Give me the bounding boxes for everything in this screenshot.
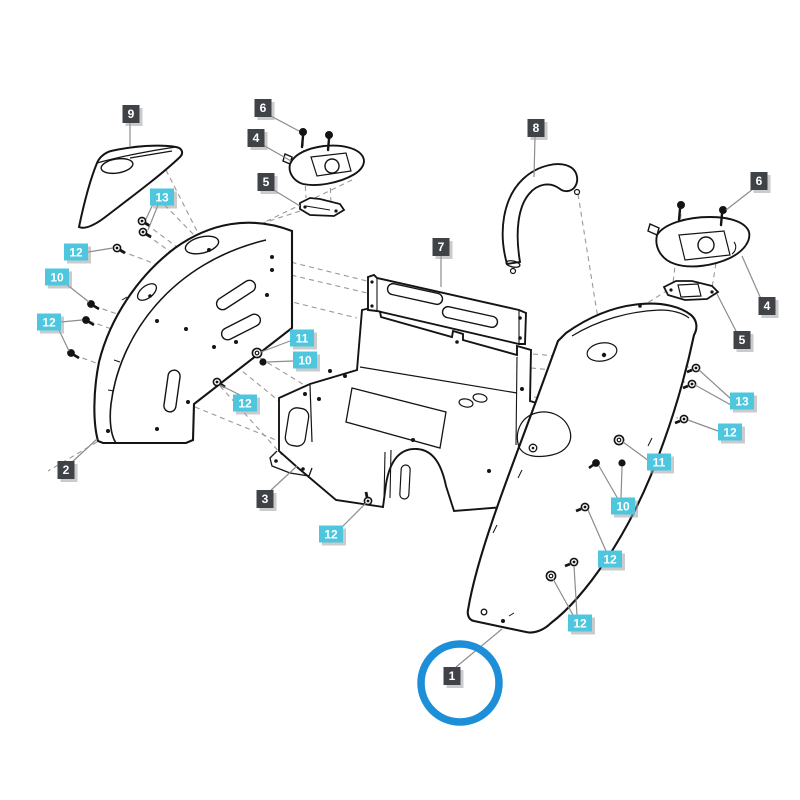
bolt-icon	[363, 491, 373, 506]
part-callout-3[interactable]: 3	[256, 490, 274, 508]
nut-icon	[259, 358, 267, 366]
hardware-callout-12[interactable]: 12	[64, 243, 88, 261]
hardware-callout-10[interactable]: 10	[293, 351, 317, 369]
part-4-left-bracket	[282, 144, 365, 186]
part-callout-9[interactable]: 9	[122, 105, 140, 123]
hardware-callout-12[interactable]: 12	[568, 614, 592, 632]
bolt-icon	[82, 316, 95, 327]
highlight-circle	[417, 640, 503, 726]
bolt-icon	[564, 557, 579, 568]
part-9-cover	[77, 144, 184, 229]
hardware-callout-12[interactable]: 12	[598, 550, 622, 568]
screw-icon	[325, 131, 333, 152]
part-5-right-bracket	[662, 280, 720, 301]
hardware-callout-11[interactable]: 11	[647, 453, 671, 471]
bolt-icon	[137, 216, 151, 228]
part-4-right-bracket	[647, 216, 751, 268]
part-3-platform	[269, 304, 559, 513]
part-2-left-fender	[93, 221, 294, 445]
part-callout-2[interactable]: 2	[57, 461, 75, 479]
nut-icon	[618, 459, 626, 467]
bolt-icon	[588, 459, 600, 470]
screw-icons-part-6	[299, 128, 727, 227]
part-7-bolt-holes	[370, 280, 522, 340]
hardware-callout-11[interactable]: 11	[290, 329, 314, 347]
part-callout-4[interactable]: 4	[247, 129, 265, 147]
bolt-icon	[67, 349, 80, 360]
bolt-icons	[67, 216, 701, 568]
washer-icon	[613, 434, 625, 446]
hardware-callout-12[interactable]: 12	[718, 423, 742, 441]
part-callout-1-highlighted[interactable]: 1	[443, 667, 461, 685]
washer-icon	[251, 347, 263, 359]
washer-icon	[545, 570, 557, 582]
hardware-callout-10[interactable]: 10	[45, 268, 69, 286]
part-7-rear-panel	[367, 273, 527, 345]
screw-icon	[719, 206, 727, 227]
hardware-callout-13[interactable]: 13	[730, 392, 754, 410]
bolt-icon	[138, 227, 152, 239]
bolt-icon	[674, 414, 689, 425]
bolt-icon	[682, 379, 697, 390]
part-callout-5[interactable]: 5	[733, 331, 751, 349]
hardware-callout-12[interactable]: 12	[37, 313, 61, 331]
part-8-handle	[501, 163, 581, 275]
bolt-icon	[575, 502, 590, 513]
bolt-icon	[686, 363, 701, 374]
part-callout-4[interactable]: 4	[758, 297, 776, 315]
part-2-bolt-holes	[106, 255, 274, 433]
washer-icons-part-11	[251, 347, 625, 582]
part-callout-5[interactable]: 5	[257, 173, 275, 191]
part-1-right-fender	[466, 302, 698, 634]
screw-icon	[677, 201, 685, 222]
hardware-callout-13[interactable]: 13	[150, 188, 174, 206]
hardware-callout-12[interactable]: 12	[319, 525, 343, 543]
hardware-callout-12[interactable]: 12	[233, 394, 257, 412]
nut-icons-part-10	[259, 358, 626, 467]
callout-leader-lines	[57, 113, 762, 668]
part-callout-6[interactable]: 6	[750, 172, 768, 190]
part-5-left-bracket	[299, 197, 346, 217]
hardware-callout-10[interactable]: 10	[611, 497, 635, 515]
part-callout-6[interactable]: 6	[254, 99, 272, 117]
part-callout-7[interactable]: 7	[432, 238, 450, 256]
part-callout-8[interactable]: 8	[527, 119, 545, 137]
bolt-icon	[112, 243, 126, 255]
screw-icon	[299, 128, 307, 149]
bolt-icon	[87, 300, 100, 311]
